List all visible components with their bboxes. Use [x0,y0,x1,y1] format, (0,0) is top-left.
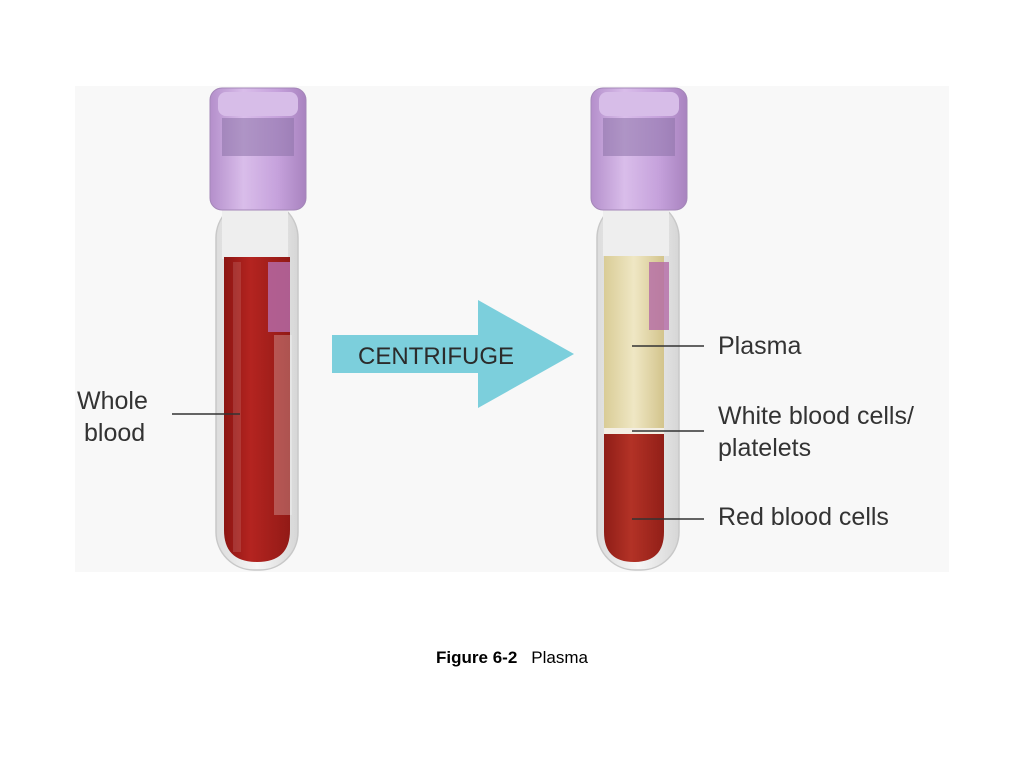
rbc-label: Red blood cells [718,503,889,531]
arrow-shape [332,300,574,408]
centrifuge-arrow [332,300,574,408]
centrifuged-tube [590,87,688,571]
whole-blood-label-line2: blood [84,419,146,447]
left-cap-band [222,118,294,156]
plasma-label: Plasma [718,332,802,360]
whole-blood-label-line1: Whole [77,387,148,415]
whole-blood-tube [209,87,307,571]
right-cap-band [603,118,675,156]
wbc-label-line1: White blood cells/ [718,402,914,430]
right-tube-label-strip [649,262,669,330]
whole-blood-fill [224,257,290,562]
left-tube-gel [222,204,288,259]
red-cell-layer [604,434,664,562]
right-cap-top [599,92,679,116]
left-tube-highlight [233,262,241,552]
figure-title: Plasma [531,648,588,667]
left-tube-label-sticker [274,335,292,515]
figure-number: Figure 6-2 [436,648,518,667]
left-tube-label-strip [268,262,290,332]
figure-caption: Figure 6-2 Plasma [0,648,1024,668]
centrifuge-label: CENTRIFUGE [358,343,514,370]
wbc-label-line2: platelets [718,434,812,462]
left-cap-top [218,92,298,116]
right-tube-gel [603,204,669,256]
